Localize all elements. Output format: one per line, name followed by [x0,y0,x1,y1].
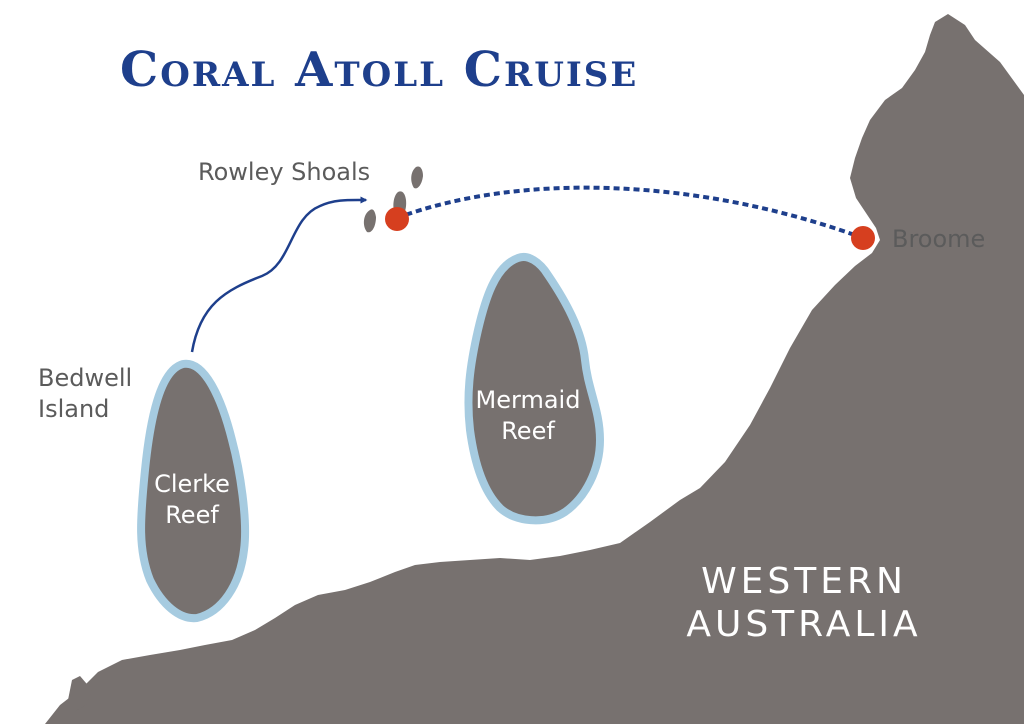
bedwell-island-label-line1: Bedwell [38,364,133,392]
western-australia-label-line2: AUSTRALIA [686,604,922,646]
clerke-reef-label-line2: Reef [165,501,219,530]
stop-marker-rowley-shoals [385,207,409,231]
clerke-reef [137,359,250,623]
route-bedwell-to-rowley [190,196,368,353]
mermaid-reef-label: Mermaid Reef [466,385,590,447]
clerke-reef-label-line1: Clerke [154,470,230,498]
clerke-reef-label: Clerke Reef [140,469,244,531]
bedwell-island-label-line2: Island [38,395,110,424]
rowley-shoals-label: Rowley Shoals [198,158,371,186]
bedwell-island-label: Bedwell Island [38,363,132,425]
mermaid-reef-label-line1: Mermaid [475,386,581,414]
western-australia-landmass [45,14,1024,724]
broome-label: Broome [892,225,986,253]
mermaid-reef [464,253,604,525]
coastline-headland [68,676,92,712]
western-australia-label: WESTERN AUSTRALIA [664,560,944,646]
route-rowley-to-broome [396,185,864,240]
mermaid-reef-label-line2: Reef [501,417,555,446]
rowley-shoals-islet-south [363,209,376,233]
map-title: Coral Atoll Cruise [120,42,639,98]
western-australia-label-line1: WESTERN [701,561,907,602]
stop-marker-broome [851,226,875,250]
rowley-shoals-islet-north [411,166,423,189]
